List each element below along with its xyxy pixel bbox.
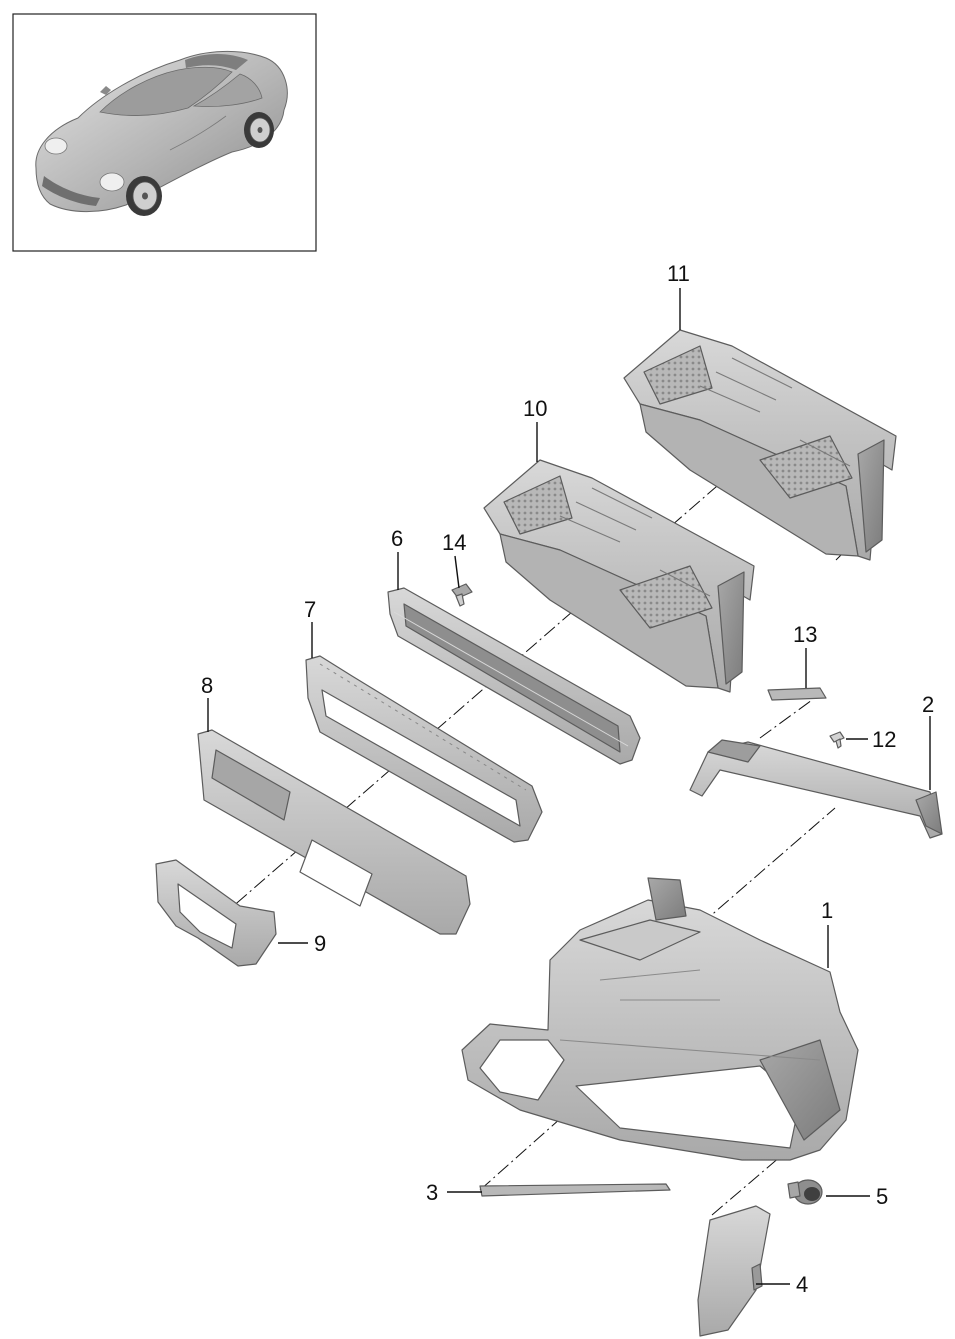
part-7-trim-frame xyxy=(305,655,543,843)
callout-4: 4 xyxy=(796,1272,808,1297)
part-1-front-carrier xyxy=(461,877,859,1161)
vehicle-thumbnail xyxy=(12,13,317,252)
callout-10: 10 xyxy=(523,396,547,421)
part-14-clip xyxy=(451,583,473,607)
car-thumbnail xyxy=(35,51,288,216)
part-6-grille-frame xyxy=(387,587,641,765)
leader-lines xyxy=(207,288,931,1285)
callout-14: 14 xyxy=(442,530,466,555)
part-3-trim-strip xyxy=(479,1183,671,1197)
rear-wheel xyxy=(244,112,274,148)
part-5-sensor xyxy=(787,1179,823,1205)
callout-1: 1 xyxy=(821,898,833,923)
front-wheel xyxy=(126,176,162,216)
axis-line xyxy=(711,1109,836,1216)
callout-13: 13 xyxy=(793,622,817,647)
part-2-bracket xyxy=(689,739,943,839)
callout-9: 9 xyxy=(314,931,326,956)
callout-12: 12 xyxy=(872,727,896,752)
part-13-bracket xyxy=(767,687,827,701)
part-4-cover xyxy=(697,1205,771,1337)
callout-8: 8 xyxy=(201,673,213,698)
callout-labels: 1 2 3 4 5 6 7 8 9 10 11 12 13 14 xyxy=(201,261,934,1297)
part-11-air-guide xyxy=(623,329,897,561)
leader-14 xyxy=(454,555,460,589)
part-12-screw xyxy=(829,731,845,749)
callout-11: 11 xyxy=(667,261,690,286)
callout-2: 2 xyxy=(922,692,934,717)
part-9-frame xyxy=(155,859,277,967)
callout-3: 3 xyxy=(426,1180,438,1205)
callout-7: 7 xyxy=(304,597,316,622)
part-10-air-guide xyxy=(483,459,755,693)
axis-line xyxy=(759,699,813,739)
callout-5: 5 xyxy=(876,1184,888,1209)
callout-6: 6 xyxy=(391,526,403,551)
axis-line xyxy=(699,807,836,926)
part-8-cover-panel xyxy=(197,729,471,935)
